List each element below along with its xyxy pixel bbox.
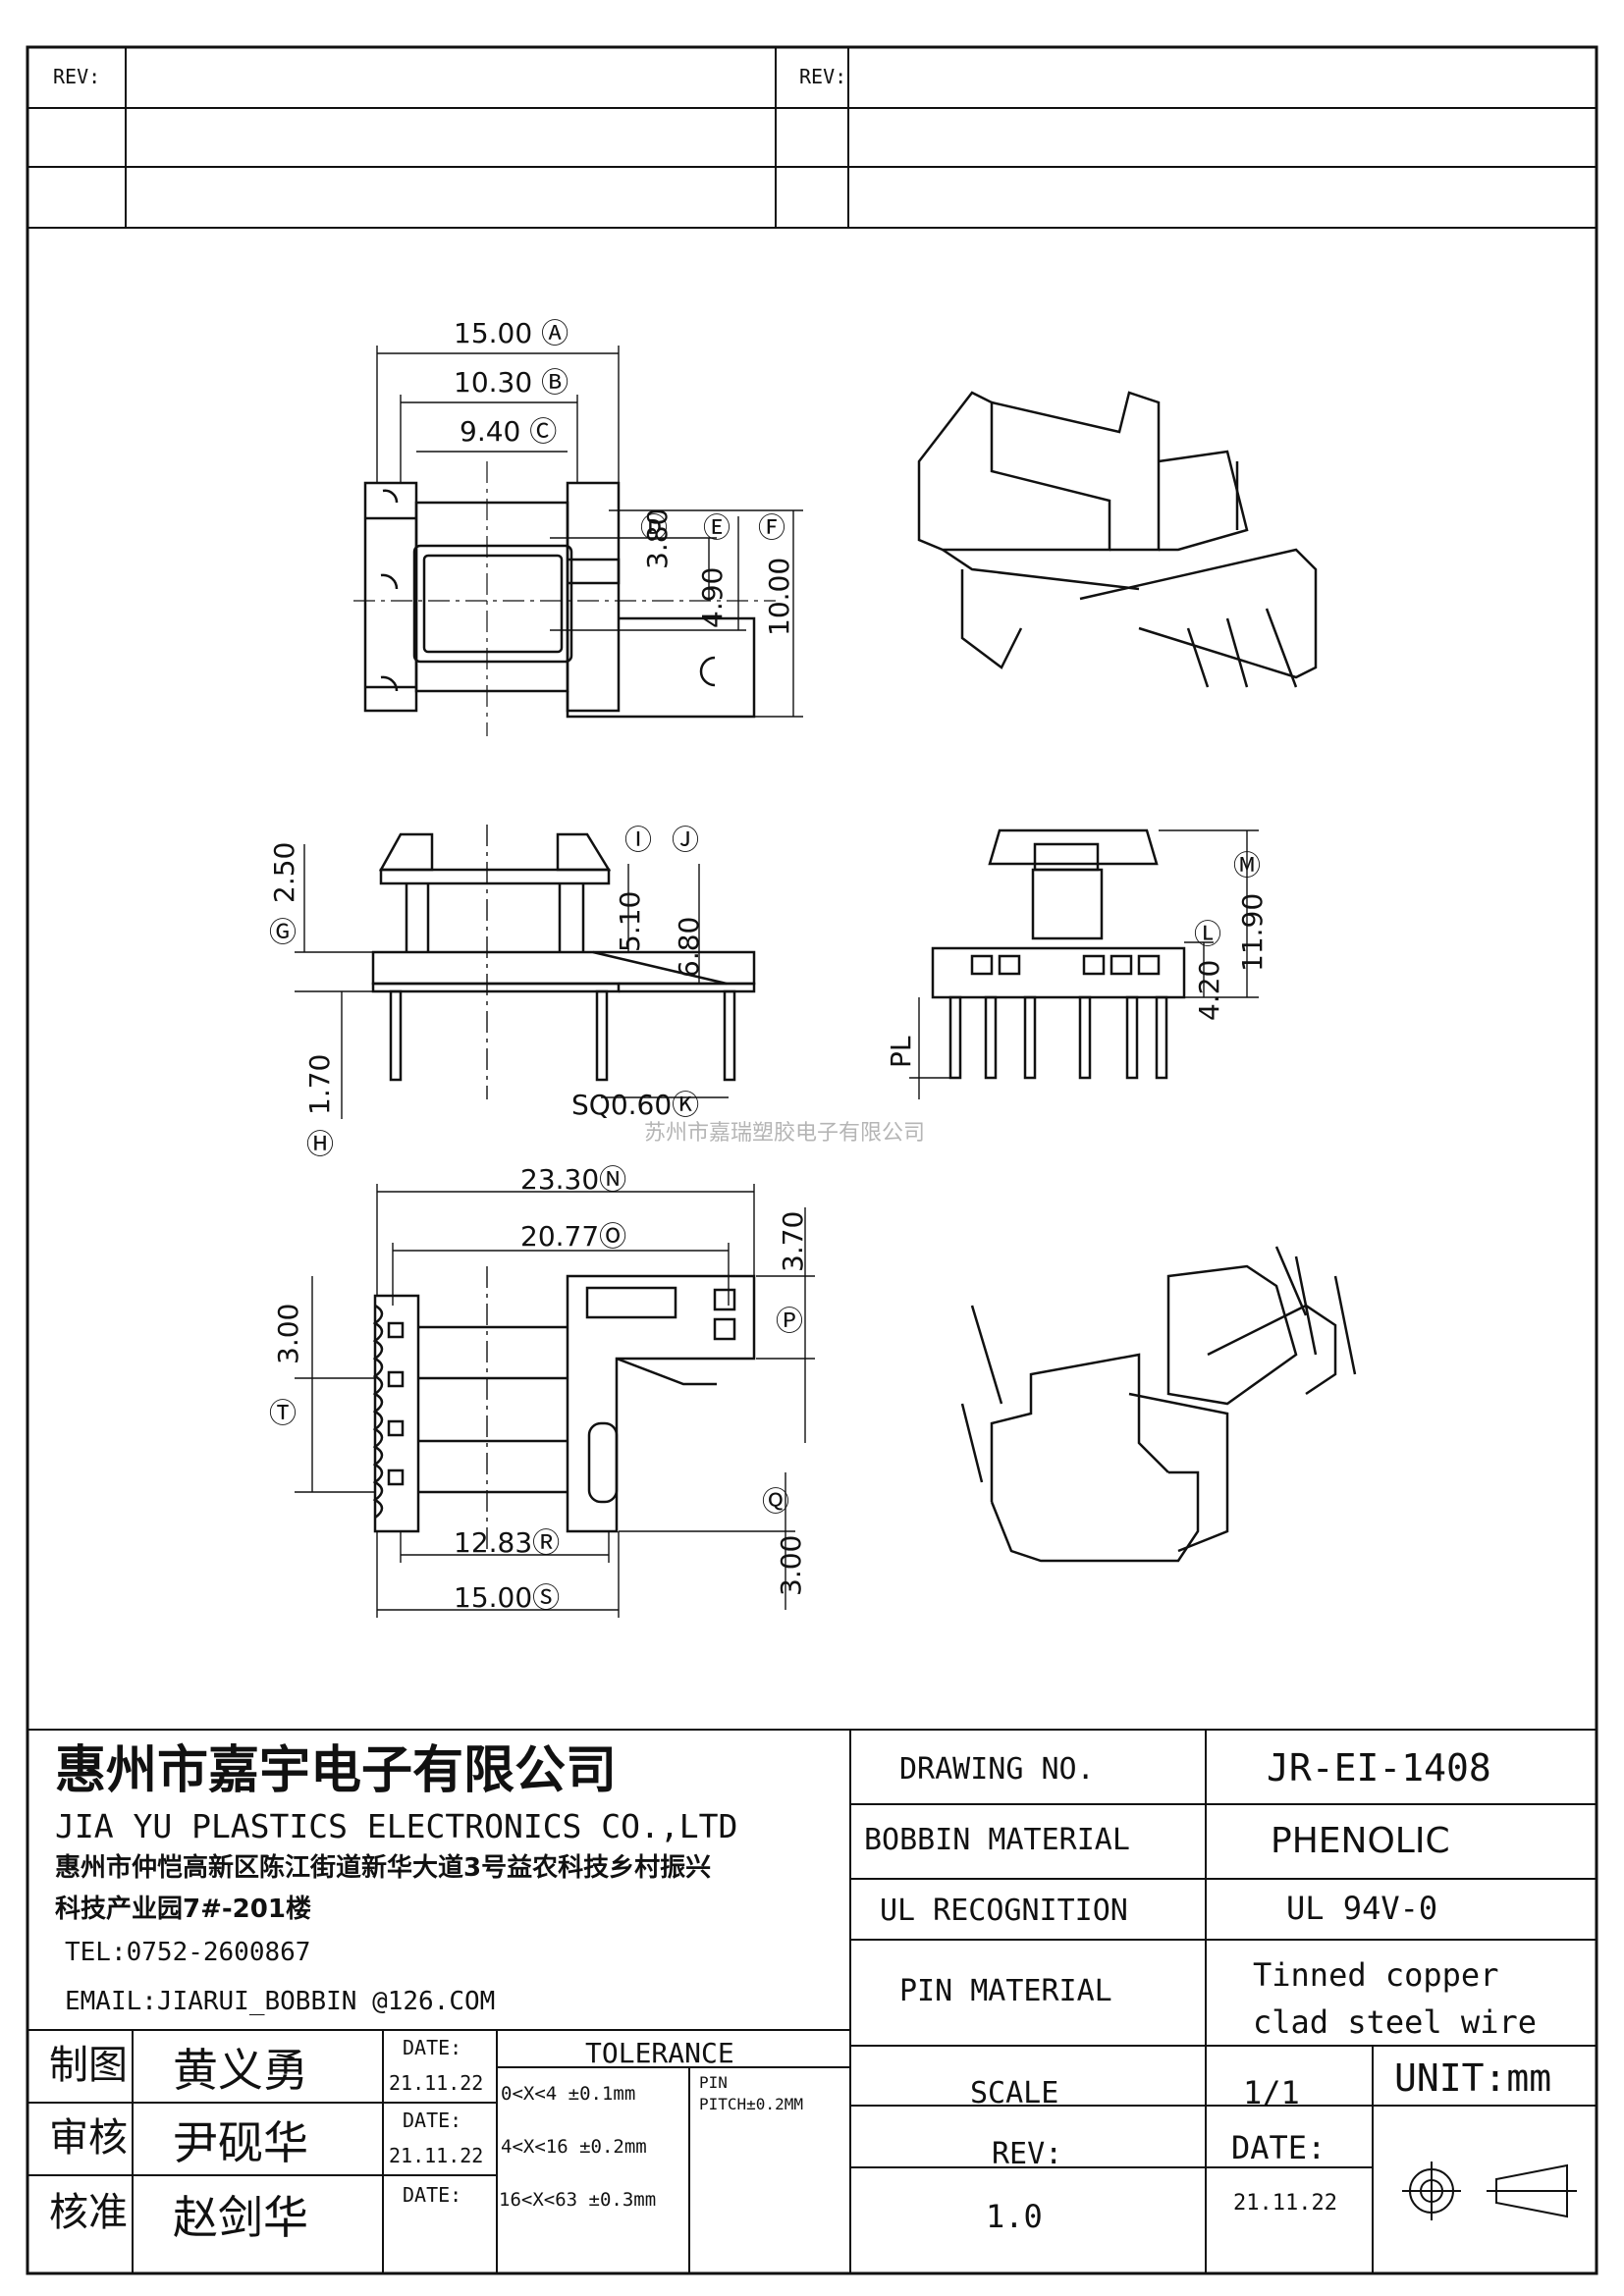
drawing-no-label: DRAWING NO. bbox=[899, 1752, 1095, 1787]
signoff-date-label-drawn: DATE: bbox=[403, 2036, 462, 2059]
front-view-dimensions bbox=[295, 825, 729, 1119]
dim-o: 20.77Ⓞ bbox=[520, 1220, 627, 1253]
isometric-view-bottom bbox=[960, 1246, 1357, 1563]
signoff-date-label-approved: DATE: bbox=[403, 2183, 462, 2207]
dim-s: 15.00Ⓢ bbox=[454, 1581, 561, 1614]
company-address-1: 惠州市仲恺高新区陈江街道新华大道3号益农科技乡村振兴 bbox=[55, 1853, 712, 1883]
dim-e: 4.90 bbox=[696, 566, 729, 628]
bottom-view bbox=[372, 1274, 756, 1533]
dim-l-label: Ⓛ bbox=[1194, 918, 1222, 950]
date-label: DATE: bbox=[1231, 2129, 1326, 2166]
sheet-border bbox=[26, 45, 1598, 2275]
dim-p-label: Ⓟ bbox=[776, 1305, 804, 1337]
side-view bbox=[931, 828, 1186, 1080]
dim-h: 1.70 bbox=[303, 1053, 336, 1115]
rev-value: 1.0 bbox=[986, 2198, 1043, 2235]
pin-material-line-1: Tinned copper bbox=[1253, 1956, 1499, 1994]
dim-q: 3.00 bbox=[775, 1534, 807, 1596]
dim-m-label: Ⓜ bbox=[1233, 849, 1262, 881]
tolerance-row-1: 0<X<4 ±0.1mm bbox=[501, 2083, 636, 2105]
company-email: EMAIL:JIARUI_BOBBIN @126.COM bbox=[65, 1987, 496, 2016]
dim-e-label: Ⓔ bbox=[703, 511, 731, 544]
rev-label: REV: bbox=[992, 2137, 1063, 2171]
rev-label-left: REV: bbox=[53, 65, 101, 88]
dim-i-label: Ⓘ bbox=[624, 824, 653, 856]
dim-d: 3.80 bbox=[641, 507, 674, 569]
signoff-role-drawn: 制图 bbox=[49, 2043, 128, 2088]
dim-p: 3.70 bbox=[777, 1210, 809, 1272]
dim-j: 6.80 bbox=[673, 916, 705, 978]
signoff-name-checked: 尹砚华 bbox=[173, 2116, 308, 2169]
signoff-name-approved: 赵剑华 bbox=[173, 2191, 308, 2244]
dim-b: 10.30 Ⓑ bbox=[454, 366, 569, 399]
dim-f: 10.00 bbox=[763, 557, 795, 636]
side-view-dimensions bbox=[909, 829, 1259, 1099]
signoff-date-label-checked: DATE: bbox=[403, 2109, 462, 2132]
dim-m: 11.90 bbox=[1236, 892, 1269, 972]
top-view-centerlines bbox=[353, 461, 776, 736]
dim-g-label: Ⓖ bbox=[269, 916, 298, 948]
tolerance-title: TOLERANCE bbox=[585, 2037, 734, 2069]
bobbin-material-label: BOBBIN MATERIAL bbox=[864, 1823, 1130, 1857]
signoff-role-approved: 核准 bbox=[49, 2190, 128, 2235]
dim-r: 12.83Ⓡ bbox=[454, 1526, 561, 1559]
pin-material-line-2: clad steel wire bbox=[1253, 2003, 1537, 2041]
dim-q-label: Ⓠ bbox=[762, 1485, 790, 1518]
bottom-view-dimensions bbox=[295, 1184, 815, 1618]
dim-c: 9.40 Ⓒ bbox=[460, 415, 558, 448]
front-view bbox=[371, 832, 756, 1082]
dim-j-label: Ⓙ bbox=[672, 824, 700, 856]
dim-i: 5.10 bbox=[614, 890, 646, 952]
company-name-cn: 惠州市嘉宇电子有限公司 bbox=[55, 1741, 618, 1800]
drawing-no: JR-EI-1408 bbox=[1267, 1746, 1491, 1789]
dim-t-label: Ⓣ bbox=[269, 1397, 298, 1429]
ul-recognition: UL 94V-0 bbox=[1286, 1890, 1438, 1927]
scale-label: SCALE bbox=[970, 2076, 1059, 2110]
dim-d-label: Ⓓ bbox=[640, 511, 669, 544]
pin-material-label: PIN MATERIAL bbox=[899, 1974, 1112, 2008]
dim-a: 15.00 Ⓐ bbox=[454, 317, 569, 349]
top-view bbox=[363, 481, 756, 719]
rev-label-right: REV: bbox=[799, 65, 847, 88]
ul-recognition-label: UL RECOGNITION bbox=[880, 1894, 1128, 1928]
dim-g: 2.50 bbox=[268, 841, 300, 903]
tolerance-row-3: 16<X<63 ±0.3mm bbox=[499, 2189, 657, 2211]
signoff-name-drawn: 黄义勇 bbox=[173, 2044, 308, 2097]
isometric-view-top bbox=[917, 391, 1318, 688]
scale-value: 1/1 bbox=[1243, 2074, 1300, 2111]
signoff-date-checked: 21.11.22 bbox=[389, 2144, 484, 2167]
dim-h-label: Ⓗ bbox=[306, 1128, 335, 1160]
signoff-role-checked: 审核 bbox=[49, 2115, 128, 2161]
dim-n: 23.30Ⓝ bbox=[520, 1163, 627, 1196]
unit-label: UNIT:mm bbox=[1394, 2056, 1552, 2100]
bobbin-material: PHENOLIC bbox=[1271, 1821, 1450, 1861]
projection-symbol bbox=[1402, 2162, 1577, 2220]
signoff-date-drawn: 21.11.22 bbox=[389, 2071, 484, 2095]
dim-pl: PL bbox=[885, 1036, 917, 1068]
tolerance-row-2: 4<X<16 ±0.2mm bbox=[501, 2136, 647, 2158]
company-name-en: JIA YU PLASTICS ELECTRONICS CO.,LTD bbox=[55, 1807, 738, 1845]
dim-f-label: Ⓕ bbox=[758, 511, 786, 544]
tolerance-pin-label: PIN bbox=[699, 2073, 728, 2092]
dim-t: 3.00 bbox=[272, 1303, 304, 1364]
top-view-dimensions bbox=[376, 346, 803, 718]
watermark-text: 苏州市嘉瑞塑胶电子有限公司 bbox=[644, 1121, 926, 1146]
dim-l: 4.20 bbox=[1193, 959, 1225, 1021]
company-address-2: 科技产业园7#-201楼 bbox=[55, 1895, 311, 1924]
tolerance-pin-pitch: PITCH±0.2MM bbox=[699, 2095, 803, 2113]
dim-k: SQ0.60Ⓚ bbox=[571, 1089, 700, 1121]
date-value: 21.11.22 bbox=[1233, 2191, 1337, 2216]
company-tel: TEL:0752-2600867 bbox=[65, 1938, 311, 1967]
